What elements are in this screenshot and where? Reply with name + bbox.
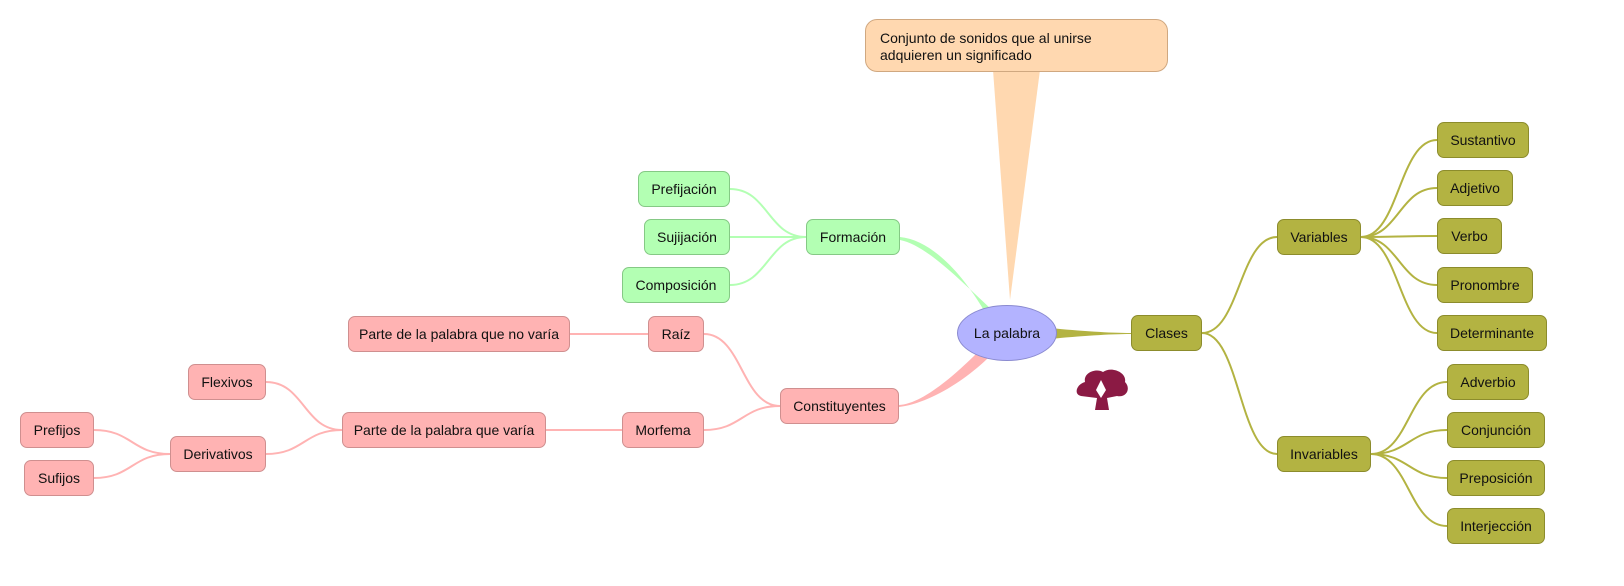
edge-invariables-conjuncion xyxy=(1370,429,1448,455)
node-invariables[interactable]: Invariables xyxy=(1277,436,1371,472)
node-morfema-desc[interactable]: Parte de la palabra que varía xyxy=(342,412,546,448)
node-sufijos[interactable]: Sufijos xyxy=(24,460,94,496)
edge-invariables-adverbio xyxy=(1370,381,1448,455)
edge-invariables-interjeccion xyxy=(1370,453,1448,527)
tree-logo-icon xyxy=(1076,369,1128,410)
node-interjeccion[interactable]: Interjección xyxy=(1447,508,1545,544)
node-constituyentes[interactable]: Constituyentes xyxy=(780,388,899,424)
edge-morfema-desc-derivativos xyxy=(265,429,343,455)
node-prefijos[interactable]: Prefijos xyxy=(20,412,94,448)
edge-derivativos-sufijos xyxy=(93,453,171,479)
edge-clases-variables xyxy=(1201,236,1278,334)
node-composicion[interactable]: Composición xyxy=(622,267,730,303)
node-flexivos[interactable]: Flexivos xyxy=(188,364,266,400)
edge-center-constituyentes xyxy=(899,352,988,407)
node-verbo[interactable]: Verbo xyxy=(1437,218,1502,254)
edge-variables-pronombre xyxy=(1360,236,1438,286)
node-adverbio[interactable]: Adverbio xyxy=(1447,364,1529,400)
edge-morfema-desc-flexivos xyxy=(265,381,343,431)
node-determinante[interactable]: Determinante xyxy=(1437,315,1547,351)
node-sujijacion[interactable]: Sujijación xyxy=(644,219,730,255)
edge-center-clases xyxy=(1050,328,1131,339)
node-derivativos[interactable]: Derivativos xyxy=(170,436,266,472)
edge-constituyentes-raiz xyxy=(703,333,781,407)
node-morfema[interactable]: Morfema xyxy=(622,412,704,448)
edge-variables-adjetivo xyxy=(1360,187,1438,238)
node-clases[interactable]: Clases xyxy=(1131,315,1202,351)
node-prefijacion[interactable]: Prefijación xyxy=(638,171,730,207)
node-sustantivo[interactable]: Sustantivo xyxy=(1437,122,1529,158)
central-node[interactable]: La palabra xyxy=(957,305,1057,361)
edge-clases-invariables xyxy=(1201,332,1278,455)
edge-center-formacion xyxy=(900,237,992,312)
edge-formacion-prefijacion xyxy=(729,188,807,238)
edge-invariables-preposicion xyxy=(1370,453,1448,479)
node-raiz[interactable]: Raíz xyxy=(648,316,704,352)
edge-variables-verbo xyxy=(1360,235,1438,238)
school-logo xyxy=(1060,366,1142,428)
node-preposicion[interactable]: Preposición xyxy=(1447,460,1545,496)
callout-note[interactable]: Conjunto de sonidos que al unirse adquie… xyxy=(865,19,1168,72)
edge-derivativos-prefijos xyxy=(93,429,171,455)
edge-variables-sustantivo xyxy=(1360,139,1438,238)
node-adjetivo[interactable]: Adjetivo xyxy=(1437,170,1513,206)
edge-formacion-composicion xyxy=(729,236,807,286)
node-raiz-desc[interactable]: Parte de la palabra que no varía xyxy=(348,316,570,352)
node-conjuncion[interactable]: Conjunción xyxy=(1447,412,1545,448)
node-formacion[interactable]: Formación xyxy=(806,219,900,255)
edge-constituyentes-morfema xyxy=(703,405,781,431)
callout-pointer xyxy=(993,70,1040,300)
node-variables[interactable]: Variables xyxy=(1277,219,1361,255)
node-pronombre[interactable]: Pronombre xyxy=(1437,267,1533,303)
edge-variables-determinante xyxy=(1360,236,1438,334)
